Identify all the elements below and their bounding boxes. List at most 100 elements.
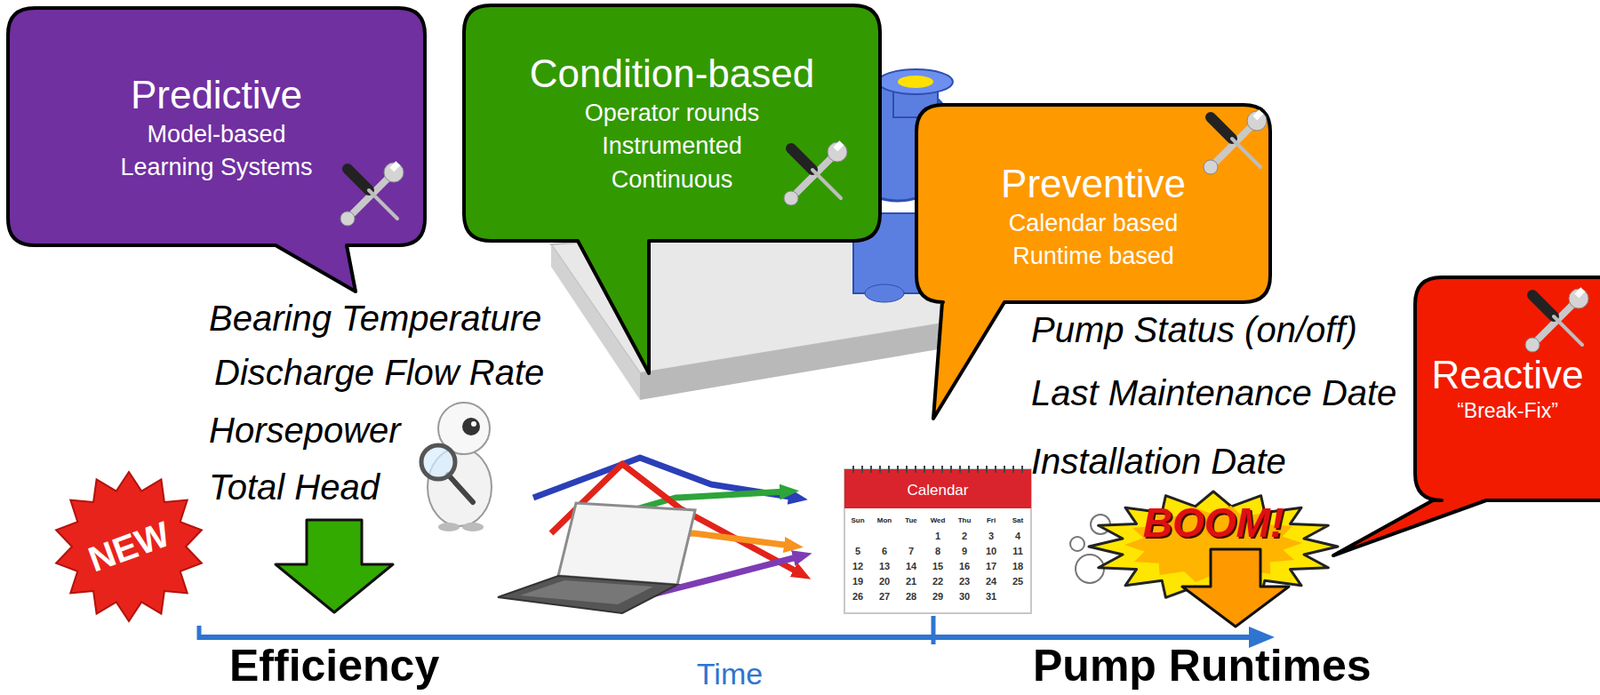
calendar-day: Mon [877, 517, 892, 525]
mascot [448, 474, 473, 503]
bubble-heading: Reactive [1415, 352, 1600, 399]
parameter-label: Installation Date [1031, 440, 1287, 482]
calendar-date: 26 [852, 592, 864, 602]
calendar [844, 465, 1032, 614]
calendar-date: 3 [988, 531, 994, 542]
calendar-date: 29 [932, 592, 944, 602]
calendar-date: 22 [932, 576, 944, 587]
parameter-label: Bearing Temperature [208, 297, 542, 339]
speech-bubble: PredictiveModel-based Learning Systems [8, 8, 425, 246]
calendar-day: Wed [930, 517, 946, 525]
calendar-date: 12 [852, 561, 864, 572]
speech-bubble: PreventiveCalendar based Runtime based [916, 104, 1271, 303]
bubble-heading: Condition-based [464, 51, 880, 97]
down-arrow-orange [1182, 549, 1289, 627]
calendar [976, 465, 979, 473]
calendar-date: 23 [959, 576, 970, 587]
calendar-day: Thu [958, 517, 972, 525]
calendar [950, 465, 952, 473]
bubble-shape [916, 104, 1271, 419]
calendar [968, 465, 970, 473]
laptop [497, 503, 696, 614]
calendar-date: 6 [881, 546, 888, 557]
axis-title: Time [696, 658, 763, 689]
calendar [888, 465, 890, 473]
calendar-date: 20 [879, 576, 890, 587]
laptop [497, 576, 678, 614]
calendar-date: 19 [852, 576, 864, 587]
mascot [421, 445, 456, 480]
mascot [471, 421, 477, 427]
calendar [870, 465, 872, 473]
bubble-shape [8, 8, 425, 292]
calendar-date: 1 [935, 531, 941, 542]
calendar-date: 28 [905, 592, 917, 602]
parameter-label: Total Head [208, 466, 380, 508]
calendar-date: 4 [1015, 531, 1021, 542]
parameter-label: Discharge Flow Rate [214, 352, 544, 393]
calendar-date: 2 [961, 531, 968, 542]
tool-icon [1525, 287, 1589, 352]
calendar-date: 31 [985, 592, 997, 602]
calendar-date: 11 [1012, 546, 1024, 557]
calendar-day: Tue [904, 517, 918, 525]
pump-body [864, 284, 904, 303]
calendar-date: 27 [879, 592, 890, 602]
calendar-date: 9 [961, 546, 968, 557]
mascot [438, 522, 460, 532]
tool-icon [784, 140, 848, 206]
calendar-date: 10 [985, 546, 997, 557]
bubble-body: Operator rounds Instrumented Continuous [560, 96, 784, 198]
mascot [462, 522, 484, 532]
calendar-date: 18 [1012, 561, 1024, 572]
calendar-date: 5 [855, 546, 861, 557]
mascot [462, 417, 480, 436]
calendar [844, 469, 1032, 509]
tool-icon [340, 160, 404, 226]
calendar-date: 14 [905, 561, 917, 572]
calendar [861, 465, 864, 473]
speech-bubble: Reactive“Break-Fix” [1415, 277, 1600, 501]
calendar [879, 465, 881, 473]
axis-end-label: Pump Runtimes [1032, 642, 1372, 690]
calendar [1012, 465, 1015, 473]
bubble-heading: Preventive [916, 161, 1271, 208]
calendar-date: 30 [959, 592, 970, 602]
new-starburst [56, 472, 202, 622]
calendar [914, 465, 917, 473]
calendar [1021, 465, 1024, 473]
calendar-date: 13 [879, 561, 890, 572]
calendar [959, 465, 961, 473]
badge-text: NEW [83, 515, 174, 578]
pump-base [640, 320, 965, 400]
speech-bubble: Condition-basedOperator rounds Instrumen… [464, 5, 880, 241]
explosion-text: BOOM! [1143, 502, 1284, 544]
calendar [932, 465, 935, 473]
tool-icon [1203, 109, 1267, 175]
laptop [520, 580, 654, 605]
laptop [558, 503, 696, 585]
explosion [1070, 491, 1338, 602]
calendar-day: Sun [850, 517, 864, 525]
calendar-day: Fri [986, 517, 996, 525]
calendar [1003, 465, 1006, 473]
calendar-title: Calendar [907, 482, 969, 498]
calendar [853, 465, 1023, 473]
calendar-date: 8 [935, 546, 941, 557]
parameter-label: Last Maintenance Date [1031, 372, 1397, 414]
bubble-heading: Predictive [8, 72, 425, 119]
calendar [985, 465, 988, 473]
timeline [199, 634, 1254, 640]
new-starburst [56, 472, 202, 622]
calendar-date: 24 [985, 576, 997, 587]
calendar-date: 7 [908, 546, 914, 557]
timeline [197, 625, 202, 640]
calendar-date: 17 [985, 561, 997, 572]
calendar [923, 465, 926, 473]
down-arrow-green [275, 520, 393, 613]
bubble-body: Calendar based Runtime based [982, 207, 1205, 275]
calendar-date: 21 [905, 576, 917, 587]
calendar [852, 465, 855, 473]
axis-end-label: Efficiency [229, 642, 440, 690]
